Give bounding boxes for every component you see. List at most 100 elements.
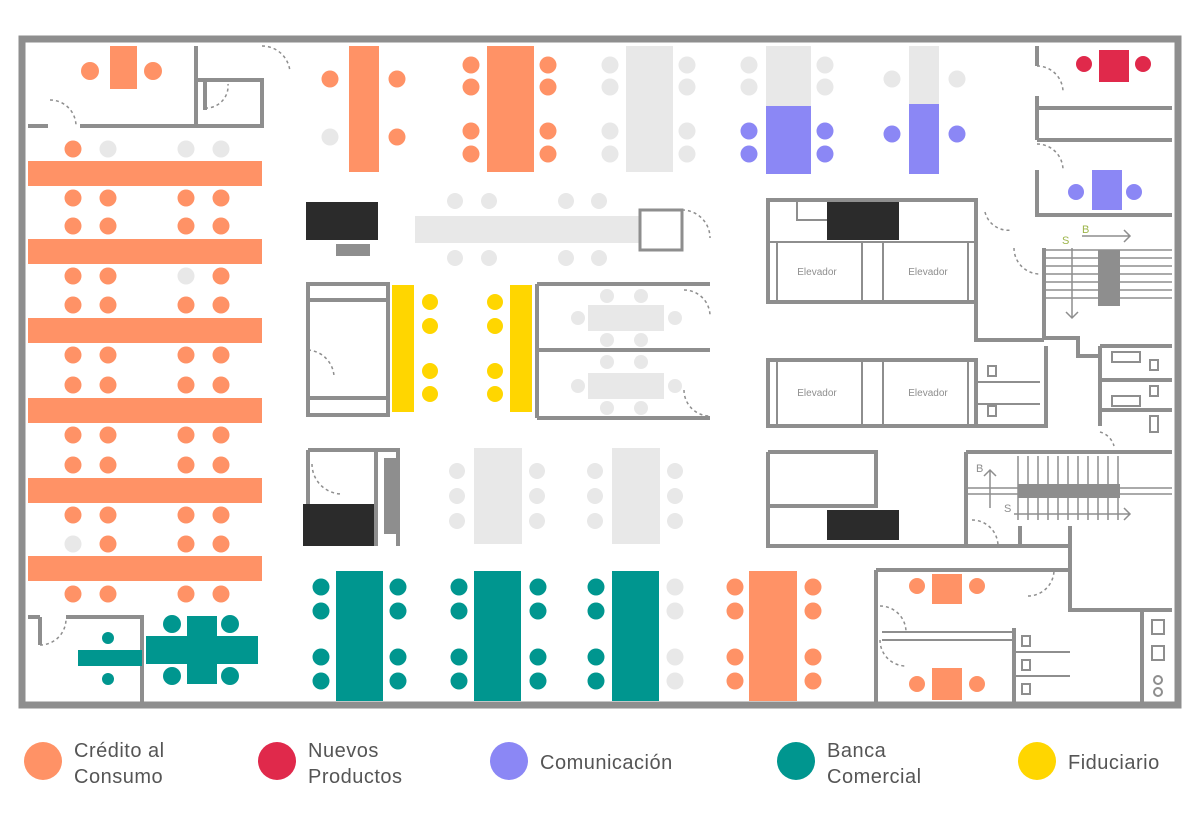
chair (99, 506, 117, 524)
chair (804, 602, 822, 620)
chair (99, 376, 117, 394)
elevator-label-1: Elevador (797, 267, 837, 278)
chair (678, 78, 696, 96)
chair (539, 78, 557, 96)
nuevos-productos-desk (1076, 50, 1151, 82)
chair (388, 70, 406, 88)
outer-wall (18, 35, 1182, 709)
legend-dot-banca (777, 742, 815, 780)
chair (212, 506, 230, 524)
chair (666, 672, 684, 690)
chair (99, 140, 117, 158)
top-center-desks (321, 46, 966, 174)
chair (212, 376, 230, 394)
chair (678, 56, 696, 74)
legend-label-credito-line1: Crédito al (74, 740, 165, 762)
chair (726, 578, 744, 596)
legend-label-fiduciario: Fiduciario (1068, 750, 1160, 776)
chair (64, 506, 82, 524)
legend-label-credito-line2: Consumo (74, 766, 164, 788)
chair (539, 122, 557, 140)
chair (321, 70, 339, 88)
chair (678, 122, 696, 140)
chair (177, 426, 195, 444)
chair (462, 122, 480, 140)
chair (587, 602, 605, 620)
chair (177, 189, 195, 207)
chair (212, 189, 230, 207)
legend-label-credito: Crédito al Consumo (74, 738, 165, 790)
comunicacion-office-desk (1068, 170, 1142, 210)
chair (64, 267, 82, 285)
chair (212, 535, 230, 553)
chair (529, 578, 547, 596)
chair (450, 602, 468, 620)
right-service-core (766, 200, 1172, 702)
elevator-label-3: Elevador (797, 388, 837, 399)
legend-dot-comunicacion (490, 742, 528, 780)
chair (678, 145, 696, 163)
chair (462, 56, 480, 74)
chair (666, 602, 684, 620)
chair (64, 346, 82, 364)
chair (816, 56, 834, 74)
chair (177, 140, 195, 158)
chair (529, 672, 547, 690)
legend-label-nuevos: Nuevos Productos (308, 738, 403, 790)
chair (948, 70, 966, 88)
stair-label-bottom-down: B (976, 463, 983, 475)
credito-desk-rows (28, 140, 262, 603)
chair (212, 267, 230, 285)
chair (64, 585, 82, 603)
chair (816, 78, 834, 96)
chair (99, 456, 117, 474)
chair (99, 296, 117, 314)
chair (64, 217, 82, 235)
chair (99, 267, 117, 285)
stairs-bottom (966, 456, 1172, 521)
fiduciario-zone (306, 282, 532, 417)
chair (389, 602, 407, 620)
elevator-label-4: Elevador (908, 388, 948, 399)
chair (740, 78, 758, 96)
chair (312, 648, 330, 666)
chair (726, 602, 744, 620)
chair (99, 217, 117, 235)
chair (601, 56, 619, 74)
chair (99, 535, 117, 553)
legend-label-comunicacion-line1: Comunicación (540, 752, 673, 774)
chair (388, 128, 406, 146)
bottom-left-office (28, 615, 144, 702)
meeting-rooms (535, 282, 711, 420)
chair (740, 145, 758, 163)
chair (177, 535, 195, 553)
chair (539, 145, 557, 163)
chair (740, 56, 758, 74)
chair (212, 456, 230, 474)
stairs-top (1046, 229, 1172, 320)
legend-dot-fiduciario (1018, 742, 1056, 780)
lower-center-room (306, 448, 400, 546)
legend-label-nuevos-line2: Productos (308, 766, 403, 788)
chair (177, 296, 195, 314)
unassigned-desks-center (449, 448, 683, 544)
chair (177, 267, 195, 285)
chair (64, 296, 82, 314)
legend-label-comunicacion: Comunicación (540, 750, 673, 776)
legend-dot-nuevos (258, 742, 296, 780)
chair (212, 140, 230, 158)
center-long-table (415, 193, 711, 266)
legend-label-banca-line1: Banca (827, 740, 887, 762)
chair (64, 456, 82, 474)
chair (177, 456, 195, 474)
chair (212, 296, 230, 314)
chair (389, 578, 407, 596)
chair (726, 672, 744, 690)
chair (177, 506, 195, 524)
chair (177, 585, 195, 603)
black-cabinets (303, 202, 899, 546)
chair (816, 145, 834, 163)
chair (948, 125, 966, 143)
chair (539, 56, 557, 74)
legend-label-nuevos-line1: Nuevos (308, 740, 379, 762)
